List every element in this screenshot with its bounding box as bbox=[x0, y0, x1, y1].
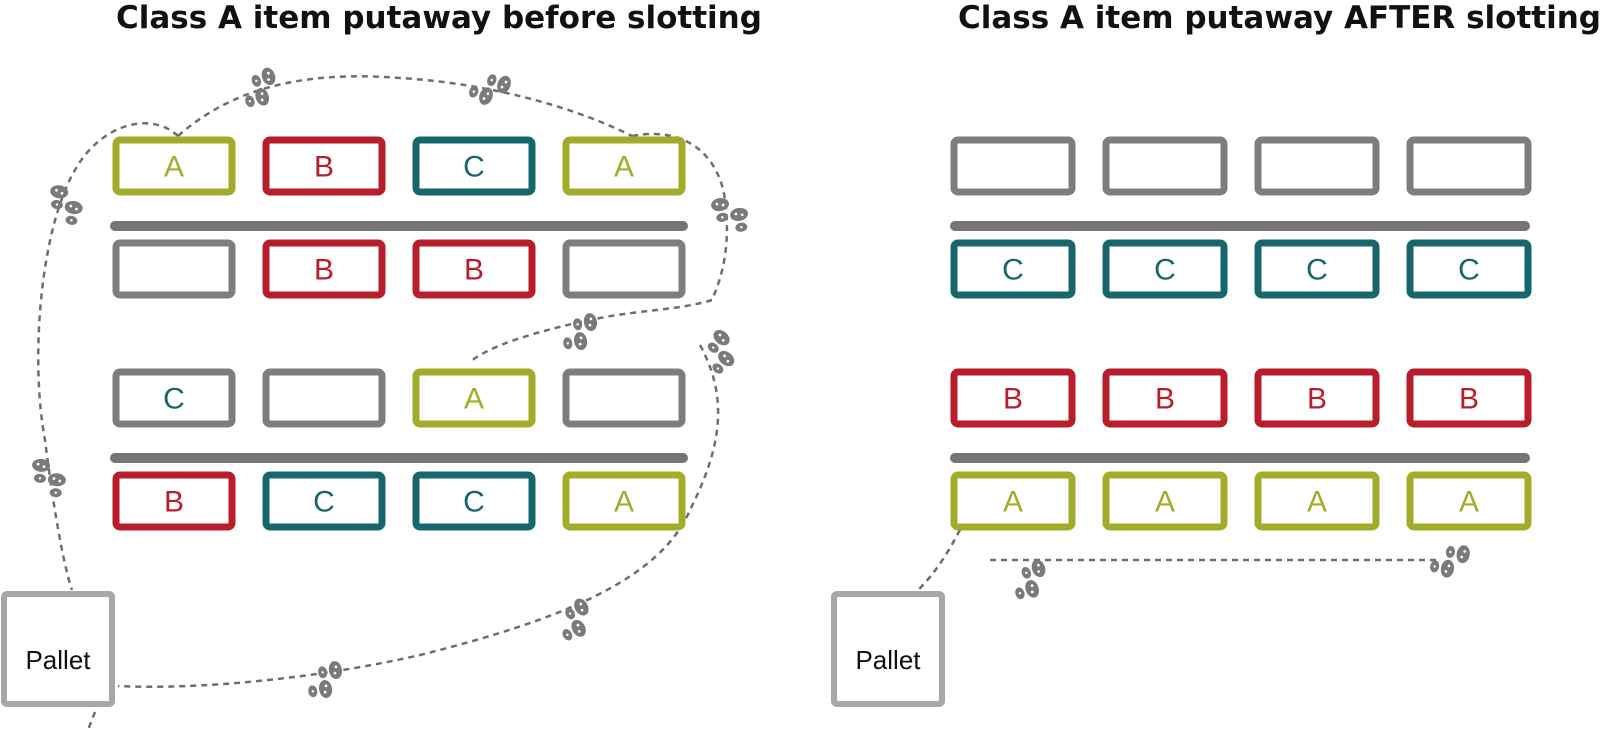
after-slotting-title: Class A item putaway AFTER slotting bbox=[958, 0, 1600, 36]
slot bbox=[412, 368, 536, 428]
slot bbox=[1254, 368, 1380, 428]
pallet-label: Pallet bbox=[855, 645, 921, 675]
before-slotting-title: Class A item putaway before slotting bbox=[116, 0, 762, 36]
slot-class-label: B bbox=[464, 254, 484, 287]
slot-class-label: B bbox=[1003, 383, 1023, 416]
slot-class-label: A bbox=[1307, 486, 1327, 519]
slot-class-label: A bbox=[1459, 486, 1479, 519]
slot-class-label: C bbox=[1002, 254, 1024, 287]
slot-class-label: B bbox=[1155, 383, 1175, 416]
slot bbox=[262, 471, 386, 531]
slot bbox=[1406, 136, 1532, 196]
slot bbox=[562, 239, 686, 299]
slot-class-label: C bbox=[313, 486, 335, 519]
slot bbox=[562, 136, 686, 196]
slot-class-label: A bbox=[614, 486, 634, 519]
slot bbox=[262, 368, 386, 428]
slot bbox=[112, 136, 236, 196]
shelf-divider bbox=[110, 221, 688, 231]
rack-panel-after: C C C C B B B B A A A A Pallet bbox=[831, 136, 1532, 707]
slot bbox=[112, 471, 236, 531]
slot bbox=[1406, 239, 1532, 299]
slot-class-label: B bbox=[164, 486, 184, 519]
slot bbox=[1406, 471, 1532, 531]
slot bbox=[1254, 239, 1380, 299]
slot bbox=[950, 368, 1076, 428]
slot-class-label: A bbox=[1003, 486, 1023, 519]
shelf-divider bbox=[950, 453, 1530, 463]
slot bbox=[1102, 471, 1228, 531]
rack-panel-before: A B C A B B C A B C C A Pallet bbox=[1, 136, 688, 707]
slot bbox=[1102, 136, 1228, 196]
slot-class-label: A bbox=[464, 383, 484, 416]
slot bbox=[950, 136, 1076, 196]
slot bbox=[1254, 136, 1380, 196]
slot-class-label: A bbox=[614, 151, 634, 184]
pallet-label: Pallet bbox=[25, 645, 91, 675]
rack-layer: A B C A B B C A B C C A Pallet C C C C B B B B A A A A Pallet bbox=[1, 136, 1532, 707]
slot-class-label: C bbox=[463, 486, 485, 519]
slot-class-label: B bbox=[314, 254, 334, 287]
shelf-divider bbox=[110, 453, 688, 463]
slot bbox=[412, 239, 536, 299]
slot bbox=[562, 368, 686, 428]
slot-class-label: C bbox=[1458, 254, 1480, 287]
slot-class-label: C bbox=[1154, 254, 1176, 287]
slot-class-label: C bbox=[163, 383, 185, 416]
slot-class-label: B bbox=[1459, 383, 1479, 416]
slot-class-label: A bbox=[164, 151, 184, 184]
slot-class-label: A bbox=[1155, 486, 1175, 519]
slot bbox=[112, 368, 236, 428]
slot-class-label: C bbox=[1306, 254, 1328, 287]
slot bbox=[1102, 368, 1228, 428]
slot bbox=[262, 239, 386, 299]
shelf-divider bbox=[950, 221, 1530, 231]
slot bbox=[412, 136, 536, 196]
slot bbox=[412, 471, 536, 531]
slot bbox=[262, 136, 386, 196]
pallet-box bbox=[831, 591, 945, 707]
slot-class-label: B bbox=[1307, 383, 1327, 416]
slot bbox=[1102, 239, 1228, 299]
slot bbox=[1254, 471, 1380, 531]
slot bbox=[950, 471, 1076, 531]
slot bbox=[950, 239, 1076, 299]
walking-path-before bbox=[37, 75, 729, 731]
pallet-box bbox=[1, 591, 115, 707]
slot bbox=[112, 239, 236, 299]
slot-class-label: C bbox=[463, 151, 485, 184]
slot bbox=[1406, 368, 1532, 428]
slot bbox=[562, 471, 686, 531]
slot-class-label: B bbox=[314, 151, 334, 184]
walking-path-after bbox=[911, 519, 1440, 597]
